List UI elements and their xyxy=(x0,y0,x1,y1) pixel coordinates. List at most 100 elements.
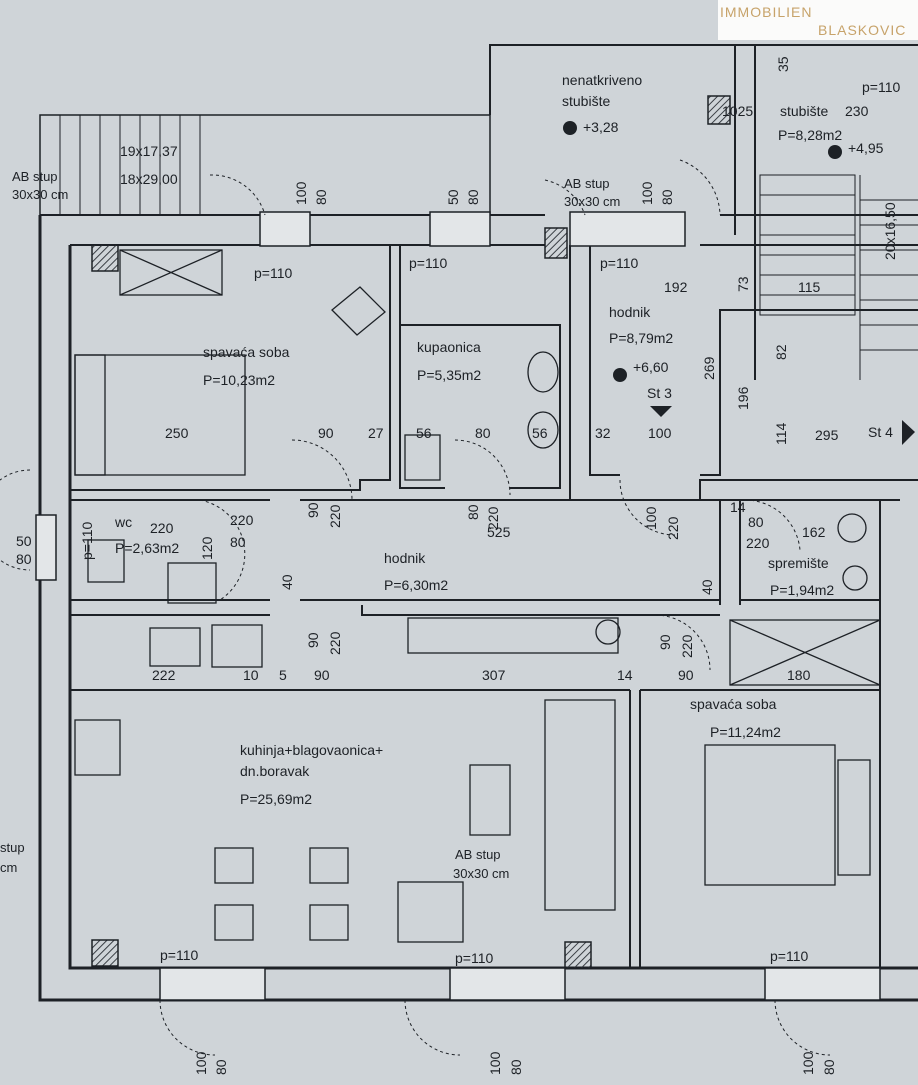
dim-120: 120 xyxy=(199,536,215,560)
dim-82: 82 xyxy=(773,344,789,360)
dim-90-e: 90 xyxy=(314,667,330,683)
ab-stup-edge-2: cm xyxy=(0,860,17,875)
dim-295: 295 xyxy=(815,427,839,443)
dim-40-b: 40 xyxy=(699,579,715,595)
dim-p110-f: p=110 xyxy=(770,948,808,964)
kitchen-name-1: kuhinja+blagovaonica+ xyxy=(240,742,383,758)
dim-32: 32 xyxy=(595,425,611,441)
dim-90-f: 90 xyxy=(678,667,694,683)
storage-area: P=1,94m2 xyxy=(770,582,834,598)
windows xyxy=(35,211,881,1001)
dim-269: 269 xyxy=(701,356,717,380)
dim-220-a: 220 xyxy=(327,504,343,528)
dim-80-g: 80 xyxy=(748,514,764,530)
dim-80-i: 80 xyxy=(213,1059,229,1075)
ab-stup-mid-size: 30x30 cm xyxy=(564,194,620,209)
dim-5: 5 xyxy=(279,667,287,683)
dim-35: 35 xyxy=(775,56,791,72)
stubiste-label: stubište xyxy=(780,103,828,119)
hall2-name: hodnik xyxy=(384,550,426,566)
hall1-name: hodnik xyxy=(609,304,651,320)
dim-100-e: 100 xyxy=(193,1051,209,1075)
right-stairs-1: 20x16,50 xyxy=(882,202,898,260)
brand-logo: IMMOBILIEN BLASKOVIC xyxy=(718,0,918,40)
dim-100-b: 100 xyxy=(639,181,655,205)
dim-p110-e: p=110 xyxy=(455,950,493,966)
stubiste-area: P=8,28m2 xyxy=(778,127,842,143)
bed2-name: spavaća soba xyxy=(690,696,777,712)
walls xyxy=(38,44,918,1002)
ab-columns xyxy=(91,95,731,969)
dim-80-a: 80 xyxy=(313,189,329,205)
hall2-area: P=6,30m2 xyxy=(384,577,448,593)
bed1-name: spavaća soba xyxy=(203,344,290,360)
open-stair-2: stubište xyxy=(562,93,610,109)
dim-90-c: 90 xyxy=(305,632,321,648)
dim-162: 162 xyxy=(802,524,826,540)
dim-10: 10 xyxy=(243,667,259,683)
dim-220-g: 220 xyxy=(327,631,343,655)
dim-220-e: 220 xyxy=(230,512,254,528)
dim-222: 222 xyxy=(152,667,176,683)
logo-line-1: IMMOBILIEN xyxy=(720,4,813,20)
dim-50-s: 50 xyxy=(16,533,32,549)
dim-114: 114 xyxy=(773,422,789,445)
wc-area: P=2,63m2 xyxy=(115,540,179,556)
hall1-area: P=8,79m2 xyxy=(609,330,673,346)
ab-stup-left: AB stup xyxy=(12,169,58,184)
door-swings xyxy=(0,159,831,1056)
dim-p110-d: p=110 xyxy=(160,947,198,963)
dim-p110-a: p=110 xyxy=(254,265,292,281)
dim-50-a: 50 xyxy=(445,189,461,205)
dim-220-d: 220 xyxy=(150,520,174,536)
ab-stup-inner-size: 30x30 cm xyxy=(453,866,509,881)
dim-80-f: 80 xyxy=(230,534,246,550)
hall1-level: +6,60 xyxy=(633,359,669,375)
dim-1025: 1025 xyxy=(722,103,753,119)
stubiste-dim: 230 xyxy=(845,103,869,119)
bath-area: P=5,35m2 xyxy=(417,367,481,383)
dim-220-b: 220 xyxy=(485,506,501,530)
dim-307: 307 xyxy=(482,667,506,683)
open-stair-level: +3,28 xyxy=(583,119,619,135)
dim-192: 192 xyxy=(664,279,688,295)
dim-90-b: 90 xyxy=(305,502,321,518)
open-stair-1: nenatkriveno xyxy=(562,72,642,88)
dim-80-e: 80 xyxy=(465,504,481,520)
st4-label: St 4 xyxy=(868,424,893,440)
dim-220-h: 220 xyxy=(679,634,695,658)
p110-top: p=110 xyxy=(862,79,900,95)
bed2-area: P=11,24m2 xyxy=(710,724,781,740)
logo-line-2: BLASKOVIC xyxy=(818,22,907,38)
storage-name: spremište xyxy=(768,555,829,571)
kitchen-area: P=25,69m2 xyxy=(240,791,312,807)
dim-100-d: 100 xyxy=(643,506,659,530)
level-markers xyxy=(563,121,915,445)
dim-100-c: 100 xyxy=(648,425,672,441)
dim-220-f: 220 xyxy=(746,535,770,551)
dim-250: 250 xyxy=(165,425,189,441)
dim-100-g: 100 xyxy=(800,1051,816,1075)
wc-name: wc xyxy=(114,514,132,530)
stubiste-level: +4,95 xyxy=(848,140,884,156)
dim-56-a: 56 xyxy=(416,425,432,441)
dim-73: 73 xyxy=(735,276,751,292)
dim-80-c: 80 xyxy=(659,189,675,205)
dim-196: 196 xyxy=(735,386,751,410)
ab-stup-edge-1: stup xyxy=(0,840,25,855)
dim-27: 27 xyxy=(368,425,384,441)
ab-stup-left-size: 30x30 cm xyxy=(12,187,68,202)
dim-80-b: 80 xyxy=(465,189,481,205)
dim-80-d: 80 xyxy=(475,425,491,441)
dim-p110-side: p=110 xyxy=(79,522,95,560)
ab-stup-mid: AB stup xyxy=(564,176,610,191)
stairs-left-2: 18x29,00 xyxy=(120,171,178,187)
furniture xyxy=(74,249,881,943)
dim-14b: 14 xyxy=(617,667,633,683)
dim-100-f: 100 xyxy=(487,1051,503,1075)
dim-100-a: 100 xyxy=(293,181,309,205)
dim-40-a: 40 xyxy=(279,574,295,590)
dim-14: 14 xyxy=(730,499,746,515)
